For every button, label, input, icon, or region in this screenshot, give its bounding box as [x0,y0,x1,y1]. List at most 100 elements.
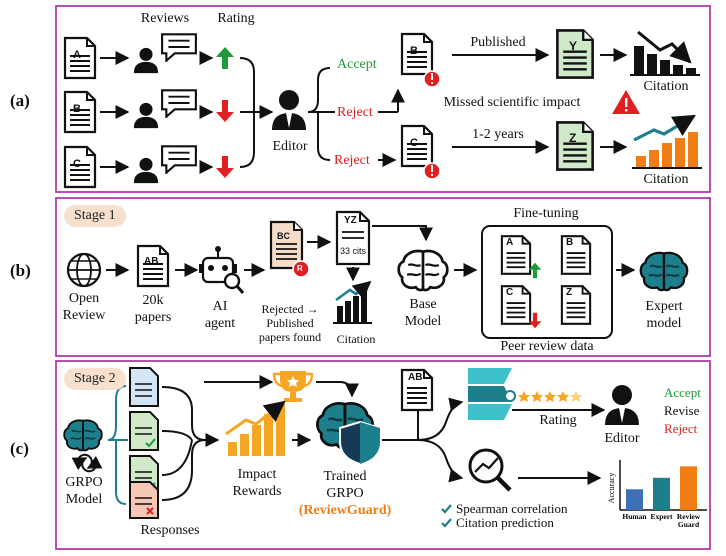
shield-icon [339,420,381,466]
spearman-label: Spearman correlation [456,501,568,516]
reject-label-c: Reject [664,421,698,436]
editor-c-icon [605,385,639,425]
papers-doc-letters: AB [144,256,159,267]
trained-label: Trained [323,469,367,484]
rejected-doc-letters: BC [277,231,290,241]
published-doc-y-icon [556,29,594,79]
peer-review-data-box [481,225,613,339]
accept-label-c: Accept [664,385,701,400]
grid-doc-z-letter: Z [566,287,573,298]
check-spearman-icon [441,504,452,514]
reviewer-2-icon [133,102,159,129]
base-model-brain-icon [397,249,449,292]
accept-label: Accept [337,57,377,72]
panel-b-border [55,197,711,357]
citation-label-b: Citation [336,332,376,346]
warning-icon [612,90,640,114]
reviewer-3-icon [133,157,159,184]
rejected-line2: Published [266,316,314,330]
rating-label: Rating [217,11,255,26]
doc-b-letter: B [73,103,81,115]
review-label: Review [62,308,106,323]
panel-c-border [55,360,711,550]
papers-label: papers [134,310,172,325]
response-doc-1-icon [129,367,159,407]
grpo-brain-icon [63,419,103,452]
peer-review-label: Peer review data [500,339,594,354]
doc-yz-icon [335,210,371,266]
citation-label-1: Citation [643,79,689,94]
response-doc-4-icon [129,481,159,519]
grpo-model-label: Model [65,492,103,507]
finetuning-label: Fine-tuning [513,206,579,221]
rejected-doc-b-letter: B [410,45,418,57]
grpo-label: GRPO [65,475,103,490]
model-label: Model [404,314,442,329]
chart-tick-label: Human [622,512,647,521]
globe-icon [66,252,102,288]
reviewguard-label: (ReviewGuard) [298,503,392,518]
review-bubble-1-icon [161,33,197,62]
agent-label: agent [204,316,236,331]
revise-label-c: Revise [664,403,700,418]
input-doc-letters: AB [408,372,423,383]
panel-a-border [55,5,711,193]
editor-label: Editor [272,139,308,154]
chart-bar [680,466,697,510]
published-label: Published [470,35,526,50]
citation-down-chart-icon [630,30,700,76]
rejected-doc-bc-icon [269,220,304,270]
grid-doc-a-letter: A [506,237,514,248]
citation-up-chart-icon [632,114,702,169]
open-label: Open [68,291,100,306]
yz-doc-letters: YZ [344,215,357,226]
years-label: 1-2 years [472,127,524,142]
rejected-badge-letter: R [297,264,303,273]
rejected-line1: Rejected → [261,302,319,316]
star-rating-icon [518,391,582,402]
doc-z-letter: Z [569,131,577,145]
published-doc-z-icon [556,121,594,171]
editor-a-icon [272,90,306,130]
rating-label-c: Rating [539,413,577,428]
rejected-doc-c-letter: C [410,137,418,149]
review-bubble-2-icon [161,89,197,118]
rating-down-1-icon [216,100,234,122]
reviews-label: Reviews [140,11,190,26]
chart-bar [653,477,670,510]
papers-count-label: 20k [142,293,164,308]
rejected-line3: papers found [258,330,322,344]
cits-label: 33 cits [339,246,367,256]
stage-1-pill: Stage 1 [64,205,126,227]
missed-impact-label: Missed scientific impact [443,95,581,110]
responses-label: Responses [140,523,200,538]
magnifier-trend-icon [468,448,512,492]
impact-label: Impact [237,467,277,482]
chart-tick-label: Guard [678,520,700,529]
citation-label-2: Citation [643,172,689,187]
grid-doc-b-letter: B [566,237,574,248]
doc-y-letter: Y [569,39,578,53]
doc-c-letter: C [73,158,81,170]
citation-chart-small-icon [333,280,372,324]
rating-model-icon [468,368,516,420]
rating-down-2-icon [216,156,234,178]
reviewer-1-icon [133,47,159,74]
panel-c-tag: (c) [10,439,29,458]
panel-a-tag: (a) [10,91,30,110]
response-doc-2-icon [129,411,159,451]
impact-rewards-icon [225,400,286,456]
chart-tick-label: Review [677,512,701,521]
editor-label-c: Editor [604,431,640,446]
chart-tick-label: Expert [650,512,673,521]
ai-agent-icon [199,246,245,294]
stage-2-pill: Stage 2 [64,368,126,390]
doc-a-letter: A [73,49,81,61]
rating-up-icon [216,47,234,69]
chart-ylabel: Accuracy [607,473,616,504]
base-label: Base [409,297,437,312]
check-citation-icon [441,518,452,528]
